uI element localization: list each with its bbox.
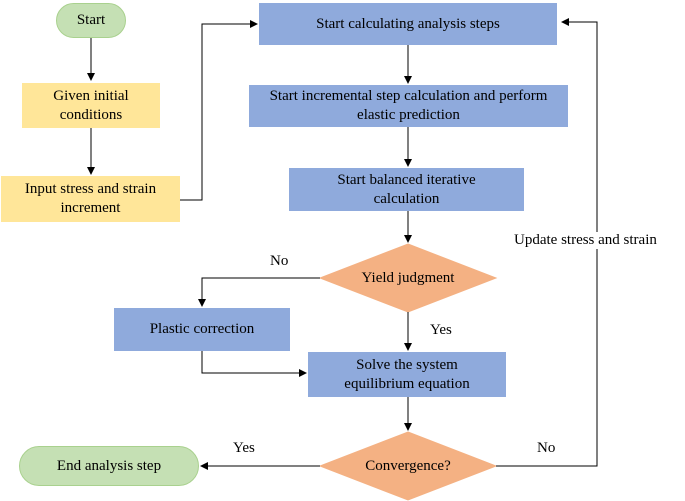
incremental-step-node: Start incremental step calculation and p… — [249, 85, 568, 127]
yield-yes-label: Yes — [430, 322, 452, 338]
yield-judgment-label: Yield judgment — [361, 269, 455, 286]
update-stress-strain-label: Update stress and strain — [512, 232, 659, 249]
input-increment-node: Input stress and strain increment — [1, 176, 180, 222]
yield-no-label: No — [270, 253, 289, 269]
edge-input-to-analysis — [180, 20, 258, 201]
plastic-correction-node: Plastic correction — [114, 308, 290, 351]
convergence-diamond — [318, 431, 498, 501]
convergence-label: Convergence? — [365, 457, 451, 474]
edge-plastic-to-solve — [201, 351, 307, 377]
start-analysis-node: Start calculating analysis steps — [259, 3, 557, 45]
edge-yield-no-to-plastic — [198, 277, 320, 307]
end-step-node: End analysis step — [19, 446, 199, 486]
given-initial-node: Given initial conditions — [22, 83, 160, 128]
balanced-iterative-node: Start balanced iterative calculation — [289, 168, 524, 211]
start-node: Start — [56, 3, 126, 38]
convergence-no-label: No — [537, 440, 556, 456]
solve-equilibrium-node: Solve the system equilibrium equation — [308, 352, 506, 397]
convergence-yes-label: Yes — [233, 440, 255, 456]
